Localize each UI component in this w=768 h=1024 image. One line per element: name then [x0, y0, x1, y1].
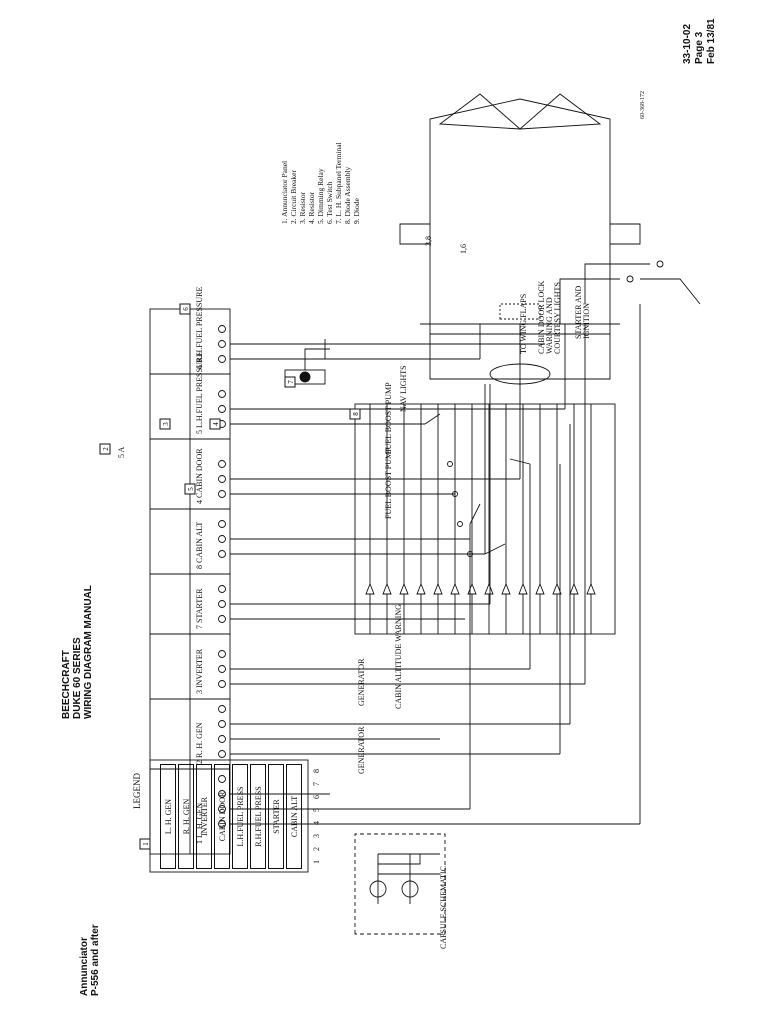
panel-pin — [218, 520, 226, 528]
panel-pin — [218, 750, 226, 758]
diode — [552, 404, 562, 634]
box-number: 5 — [187, 487, 195, 491]
diode — [535, 404, 545, 634]
diode — [399, 404, 409, 634]
component-list-item: 5. Dimming Relay — [316, 168, 325, 224]
diode — [416, 404, 426, 634]
diode — [518, 404, 528, 634]
callout-fuel-boost-1: FUEL BOOST PUMP — [384, 447, 393, 519]
panel-pin — [218, 460, 226, 468]
box-number: 7 — [287, 380, 295, 384]
callout-cabin-door-lock: CABIN DOOR LOCK WARNING AND COURTESY LIG… — [537, 280, 562, 354]
component-list-item: 6. Test Switch — [325, 181, 334, 224]
panel-pin — [218, 390, 226, 398]
box-number-frame — [184, 483, 196, 495]
panel-pin — [218, 550, 226, 558]
component-list-item: 1. Annunciator Panel — [280, 160, 289, 224]
box-number-frame — [99, 443, 111, 455]
callout-generator-1: GENERATOR — [357, 726, 366, 774]
panel-pin — [218, 600, 226, 608]
legend-table-frame — [149, 759, 309, 873]
panel-pin — [218, 490, 226, 498]
callout-nav-lights: NAV LIGHTS — [399, 365, 408, 412]
callout-starter-ignition: STARTER AND IGNITION — [574, 285, 591, 339]
callout-generator-2: GENERATOR — [357, 658, 366, 706]
airplane-callout-2: 1,6 — [459, 244, 468, 254]
panel-pin — [218, 705, 226, 713]
diode — [501, 404, 511, 634]
airplane-callout-1: 3,8 — [424, 236, 433, 246]
diode — [433, 404, 443, 634]
breaker-label: 5 A — [117, 446, 126, 458]
component-list-item: 3. Resistor — [298, 191, 307, 224]
panel-pin — [218, 475, 226, 483]
box-number-frame — [284, 376, 296, 388]
panel-pin — [218, 735, 226, 743]
panel-pin — [218, 615, 226, 623]
panel-pin — [218, 585, 226, 593]
component-list-item: 4. Resistor — [307, 191, 316, 224]
panel-pin — [218, 535, 226, 543]
diode — [484, 404, 494, 634]
diode — [450, 404, 460, 634]
box-number: 3 — [162, 422, 170, 426]
panel-pin — [218, 790, 226, 798]
box-number: 4 — [212, 422, 220, 426]
component-list-item: 7. L. H. Subpanel Terminal — [334, 142, 343, 224]
box-number: 2 — [102, 447, 110, 451]
box-number-frame — [349, 408, 361, 420]
callout-fuel-boost-2: FUEL BOOST PUMP — [384, 382, 393, 454]
panel-pin — [218, 325, 226, 333]
box-number-frame — [179, 303, 191, 315]
diode — [586, 404, 596, 634]
airplane-silhouette — [399, 93, 641, 385]
panel-pin — [218, 805, 226, 813]
panel-pin — [218, 405, 226, 413]
diode — [365, 404, 375, 634]
box-number: 6 — [182, 307, 190, 311]
panel-pin — [218, 650, 226, 658]
diode — [569, 404, 579, 634]
callout-cabin-alt-warning: CABIN ALTITUDE WARNING — [394, 604, 403, 709]
panel-pin — [218, 665, 226, 673]
panel-pin — [218, 775, 226, 783]
diode-assembly-frame — [354, 403, 616, 635]
panel-pin — [218, 355, 226, 363]
panel-pin — [218, 340, 226, 348]
panel-pin — [218, 720, 226, 728]
component-list-item: 9. Diode — [352, 198, 361, 224]
capsule-frame — [354, 833, 446, 935]
component-list-item: 8. Diode Assembly — [343, 166, 352, 224]
diode — [467, 404, 477, 634]
callout-wing-flaps: TO WING FLAPS — [519, 293, 528, 354]
panel-pin — [218, 820, 226, 828]
component-list-item: 2. Circuit Breaker — [289, 170, 298, 224]
box-number-frame — [209, 418, 221, 430]
panel-pin — [218, 680, 226, 688]
box-number: 1 — [142, 842, 150, 846]
box-number: 8 — [352, 412, 360, 416]
diode — [382, 404, 392, 634]
box-number-frame — [159, 418, 171, 430]
box-number-frame — [139, 838, 151, 850]
